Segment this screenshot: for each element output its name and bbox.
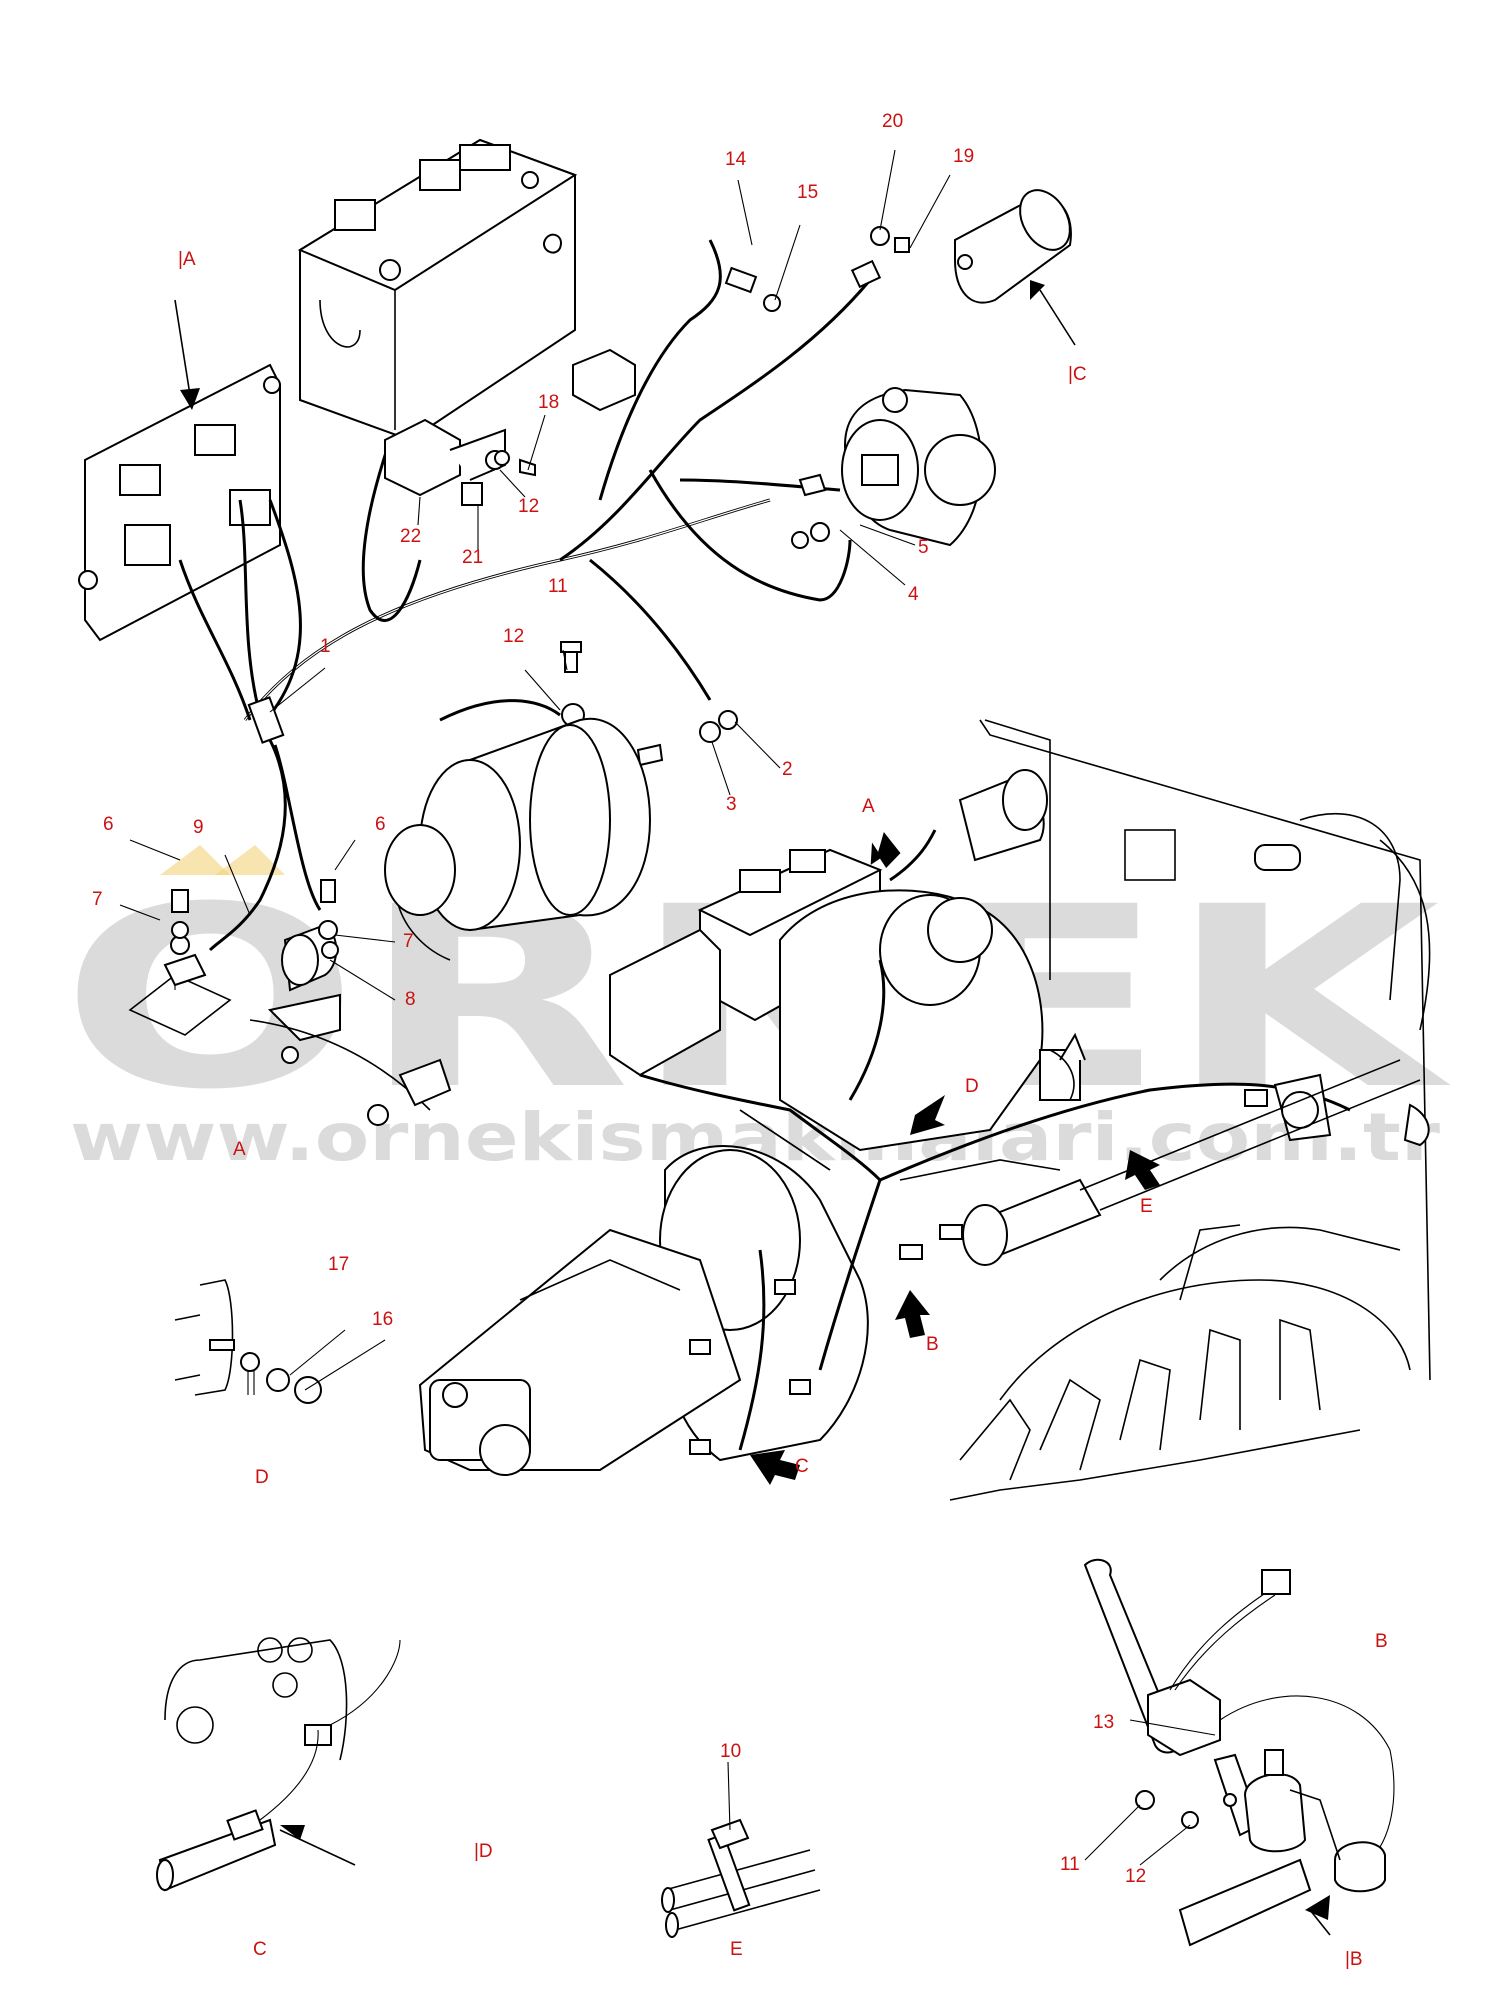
arrow-label-c: C — [795, 1456, 809, 1477]
view-arrows — [750, 832, 1160, 1485]
view-arrow-a-icon — [870, 832, 901, 868]
callout-13: 13 — [1093, 1712, 1114, 1733]
callout-5: 5 — [918, 537, 929, 558]
detail-label-b: B — [1375, 1631, 1388, 1652]
callout-labels: 1 2 3 4 5 6 6 7 7 8 9 10 11 11 12 12 12 … — [92, 111, 1146, 1887]
view-labels: |A |C |D |B A B C D E A D B C E — [178, 249, 1388, 1970]
sensor-14 — [724, 259, 882, 312]
callout-1: 1 — [320, 636, 331, 657]
alternator — [791, 387, 996, 549]
ref-arrow-c-icon — [1030, 280, 1045, 300]
callout-14: 14 — [725, 149, 747, 170]
ref-label-a: |A — [178, 249, 196, 270]
callout-12-top: 12 — [503, 626, 524, 647]
connector-box — [543, 233, 636, 412]
callout-6-right: 6 — [375, 814, 386, 835]
callout-12-detail-b: 12 — [1125, 1866, 1146, 1887]
detail-label-c: C — [253, 1939, 267, 1960]
arrow-label-d: D — [965, 1076, 979, 1097]
callout-4: 4 — [908, 584, 919, 605]
relay-22 — [384, 418, 536, 506]
arrow-label-e: E — [1140, 1196, 1153, 1217]
callout-7-right: 7 — [403, 931, 414, 952]
watermark-logo-icon — [160, 845, 230, 875]
leader-lines — [119, 149, 1331, 1936]
view-arrow-b-icon — [895, 1290, 930, 1338]
callout-15: 15 — [797, 182, 818, 203]
detail-label-e: E — [730, 1939, 743, 1960]
ref-label-c: |C — [1068, 364, 1087, 385]
ref-label-d: |D — [474, 1841, 493, 1862]
detail-c — [156, 1637, 401, 1892]
callout-22: 22 — [400, 526, 421, 547]
callout-10: 10 — [720, 1741, 741, 1762]
detail-b — [1083, 1558, 1395, 1947]
callout-19: 19 — [953, 146, 974, 167]
callout-8: 8 — [405, 989, 416, 1010]
relay-panel — [78, 363, 281, 642]
view-arrow-d-icon — [910, 1095, 945, 1135]
arrow-label-b: B — [926, 1334, 939, 1355]
detail-label-d: D — [255, 1467, 269, 1488]
ref-arrow-a-icon — [180, 388, 200, 410]
detail-d — [174, 1279, 322, 1404]
callout-7-left: 7 — [92, 889, 103, 910]
callout-20: 20 — [882, 111, 903, 132]
wiring-harness — [178, 239, 872, 952]
callout-12-relay: 12 — [518, 496, 539, 517]
battery — [297, 138, 578, 442]
callout-6-left: 6 — [103, 814, 114, 835]
callout-3: 3 — [726, 794, 737, 815]
engine-assembly — [418, 719, 1431, 1501]
callout-18: 18 — [538, 392, 559, 413]
watermark-logo-icon — [215, 845, 285, 875]
mount-bracket-detail — [128, 879, 452, 1126]
callout-9: 9 — [193, 817, 204, 838]
callout-17: 17 — [328, 1254, 349, 1275]
detail-e — [661, 1818, 821, 1938]
view-arrow-e-icon — [1125, 1150, 1160, 1190]
callout-16: 16 — [372, 1309, 393, 1330]
arrow-label-a: A — [862, 796, 875, 817]
starter-motor — [384, 717, 652, 961]
ref-label-b: |B — [1345, 1949, 1363, 1970]
view-arrow-c-icon — [750, 1450, 800, 1485]
detail-b-arrow-icon — [1305, 1895, 1330, 1920]
detail-c-arrow-icon — [280, 1825, 305, 1840]
fuel-filter-top — [870, 189, 1072, 304]
callout-2: 2 — [782, 759, 793, 780]
callout-11-detail-b: 11 — [1060, 1854, 1080, 1875]
detail-label-a: A — [233, 1139, 246, 1160]
callout-21: 21 — [462, 547, 483, 568]
callout-11-top: 11 — [548, 576, 568, 597]
